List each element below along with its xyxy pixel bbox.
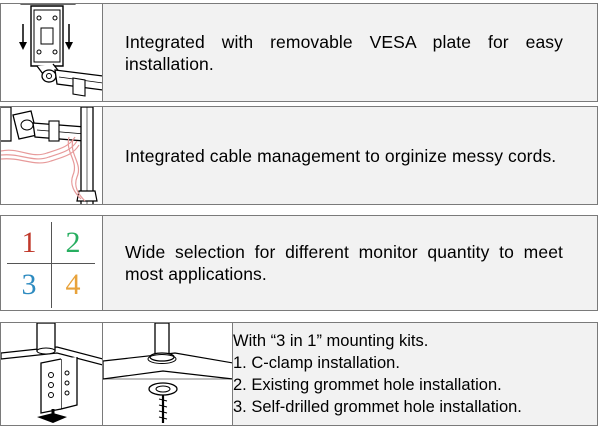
number-two: 2 (65, 226, 81, 259)
feature-row-quantity: 1 2 3 4 Wide selection for different mon… (0, 215, 598, 311)
mounting-kit-item: 3. Self-drilled grommet hole installatio… (233, 398, 522, 416)
number-one: 1 (21, 226, 37, 259)
mounting-kit-list: With “3 in 1” mounting kits. 1. C-clamp … (233, 330, 522, 418)
grid-divider-vertical (51, 222, 52, 308)
feature-text: Wide selection for different monitor qua… (125, 242, 563, 284)
grommet-icon (103, 323, 233, 425)
feature-row-mounting: With “3 in 1” mounting kits. 1. C-clamp … (0, 322, 598, 426)
feature-text-cell: With “3 in 1” mounting kits. 1. C-clamp … (233, 323, 597, 425)
feature-text-cell: Integrated cable management to orginize … (103, 107, 597, 204)
mounting-kit-item: 2. Existing grommet hole installation. (233, 376, 502, 394)
c-clamp-icon (1, 323, 103, 425)
feature-row-cable: Integrated cable management to orginize … (0, 106, 598, 205)
vesa-plate-icon (1, 4, 103, 101)
monitor-quantity-icon: 1 2 3 4 (1, 216, 103, 310)
mounting-kit-heading: With “3 in 1” mounting kits. (233, 332, 429, 350)
feature-row-vesa: Integrated with removable VESA plate for… (0, 3, 598, 102)
feature-text: Integrated with removable VESA plate for… (125, 31, 563, 74)
number-four: 4 (65, 268, 81, 301)
feature-text-cell: Integrated with removable VESA plate for… (103, 4, 597, 101)
feature-text-cell: Wide selection for different monitor qua… (103, 216, 597, 310)
number-three: 3 (21, 268, 37, 301)
feature-text: Integrated cable management to orginize … (125, 145, 557, 166)
cable-management-icon (1, 107, 103, 204)
mounting-kit-item: 1. C-clamp installation. (233, 354, 400, 372)
